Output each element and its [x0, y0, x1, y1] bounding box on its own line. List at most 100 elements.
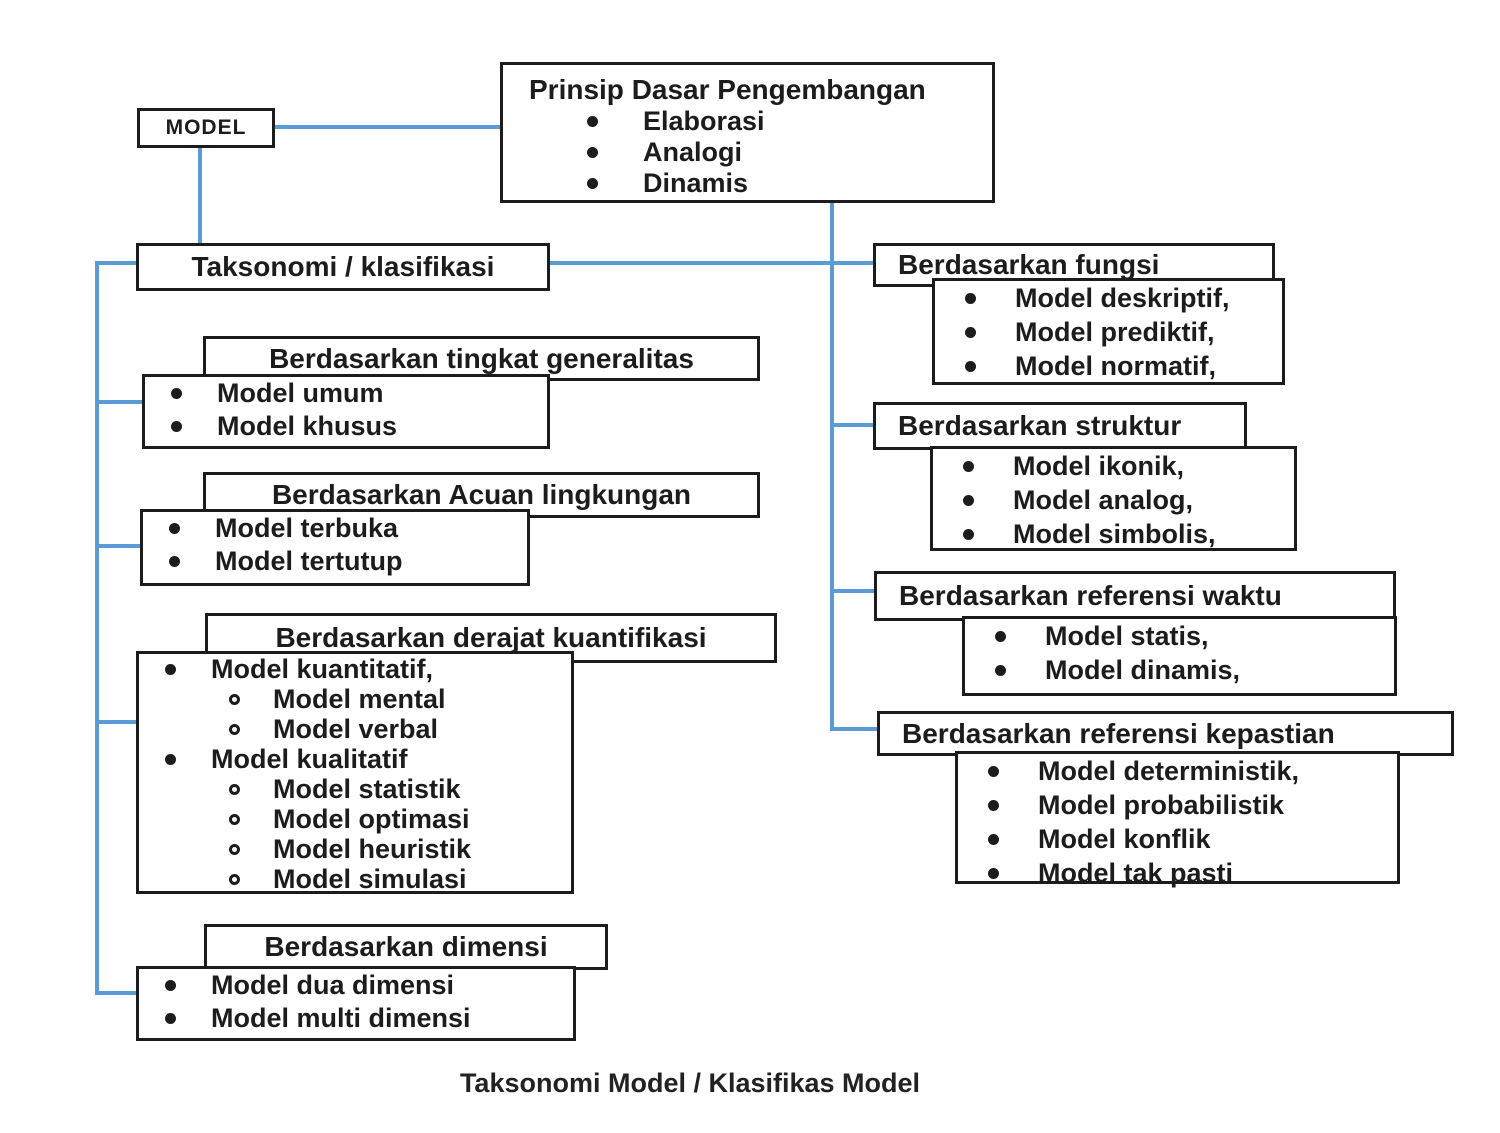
principles-title: Prinsip Dasar Pengembangan [529, 74, 926, 105]
connector-line [95, 261, 99, 995]
list-item: Model deskriptif, [935, 281, 1282, 315]
list-item-text: Model kualitatif [211, 743, 408, 774]
list-item: Dinamis [503, 168, 992, 199]
list-item-text: Model deterministik, [1038, 755, 1300, 786]
connector-line [548, 261, 875, 265]
bullet-icon [587, 147, 643, 158]
list-item-text: Model dua dimensi [211, 970, 455, 1000]
list-item: Model tertutup [143, 545, 527, 578]
bullet-icon [165, 980, 211, 991]
list-item: Model konflik [958, 822, 1397, 856]
section-title: Berdasarkan dimensi [264, 931, 548, 962]
section-list: Model deskriptif,Model prediktif,Model n… [935, 281, 1282, 383]
diagram-caption: Taksonomi Model / Klasifikas Model [459, 1068, 921, 1098]
section-header-struktur: Berdasarkan struktur [873, 402, 1247, 450]
connector-line [198, 147, 202, 244]
list-item: Model deterministik, [958, 754, 1397, 788]
section-title: Berdasarkan Acuan lingkungan [271, 479, 692, 510]
section-title: Berdasarkan derajat kuantifikasi [275, 622, 707, 653]
list-item-text: Analogi [643, 137, 742, 167]
list-item: Model kualitatif [139, 744, 571, 774]
section-list: Model statis,Model dinamis, [965, 619, 1394, 687]
list-item-text: Model prediktif, [1015, 316, 1215, 347]
bullet-icon [965, 327, 1015, 338]
bullet-icon [963, 529, 1013, 540]
list-item: Model umum [145, 377, 547, 410]
connector-line [830, 727, 879, 731]
bullet-icon [965, 361, 1015, 372]
list-item-text: Model simbolis, [1013, 518, 1216, 549]
bullet-icon [171, 388, 217, 399]
list-item: Model heuristik [139, 834, 571, 864]
section-header-referensi-waktu: Berdasarkan referensi waktu [874, 571, 1396, 621]
list-item: Analogi [503, 137, 992, 168]
section-header-referensi-kepastian: Berdasarkan referensi kepastian [877, 711, 1454, 756]
circle-bullet-icon [229, 694, 273, 705]
list-item-text: Model tertutup [215, 546, 403, 576]
bullet-icon [587, 178, 643, 189]
list-item: Model probabilistik [958, 788, 1397, 822]
list-item-text: Model umum [217, 378, 384, 408]
list-item-text: Model simulasi [273, 863, 467, 894]
connector-line [275, 125, 502, 129]
list-item-text: Model dinamis, [1045, 654, 1241, 685]
connector-line [99, 400, 144, 404]
list-item-text: Model verbal [273, 713, 439, 744]
list-item-text: Elaborasi [643, 106, 765, 136]
circle-bullet-icon [229, 844, 273, 855]
list-item-text: Model statis, [1045, 620, 1209, 651]
list-item: Model prediktif, [935, 315, 1282, 349]
list-item-text: Model mental [273, 683, 446, 714]
list-item-text: Model tak pasti [1038, 857, 1234, 888]
bullet-icon [995, 631, 1045, 642]
circle-bullet-icon [229, 874, 273, 885]
section-title: Berdasarkan fungsi [898, 249, 1160, 280]
list-item: Model statis, [965, 619, 1394, 653]
bullet-icon [165, 754, 211, 765]
section-header-dimensi: Berdasarkan dimensi [204, 924, 608, 970]
list-item: Model kuantitatif, [139, 654, 571, 684]
bullet-icon [165, 1013, 211, 1024]
connector-line [834, 423, 875, 427]
list-item-text: Model khusus [217, 411, 398, 441]
circle-bullet-icon [229, 724, 273, 735]
circle-bullet-icon [229, 784, 273, 795]
list-item: Model statistik [139, 774, 571, 804]
model-box: MODEL [137, 108, 275, 148]
section-title: Berdasarkan tingkat generalitas [269, 342, 694, 374]
list-item-text: Model statistik [273, 773, 461, 804]
bullet-icon [995, 665, 1045, 676]
list-item-text: Model konflik [1038, 823, 1211, 854]
bullet-icon [169, 556, 215, 567]
circle-bullet-icon [229, 814, 273, 825]
connector-line [830, 200, 834, 731]
bullet-icon [988, 800, 1038, 811]
list-item-text: Model heuristik [273, 833, 472, 864]
list-item-text: Dinamis [643, 168, 749, 198]
connector-line [99, 261, 139, 265]
list-item: Model analog, [933, 483, 1294, 517]
list-item-text: Model optimasi [273, 803, 470, 834]
bullet-icon [171, 421, 217, 432]
list-item-text: Model analog, [1013, 484, 1194, 515]
bullet-icon [988, 766, 1038, 777]
bullet-icon [965, 293, 1015, 304]
list-item: Model simbolis, [933, 517, 1294, 551]
section-content-referensi-waktu: Model statis,Model dinamis, [962, 616, 1397, 696]
connector-line [99, 720, 138, 724]
connector-line [834, 589, 875, 593]
section-content-struktur: Model ikonik,Model analog,Model simbolis… [930, 446, 1297, 551]
